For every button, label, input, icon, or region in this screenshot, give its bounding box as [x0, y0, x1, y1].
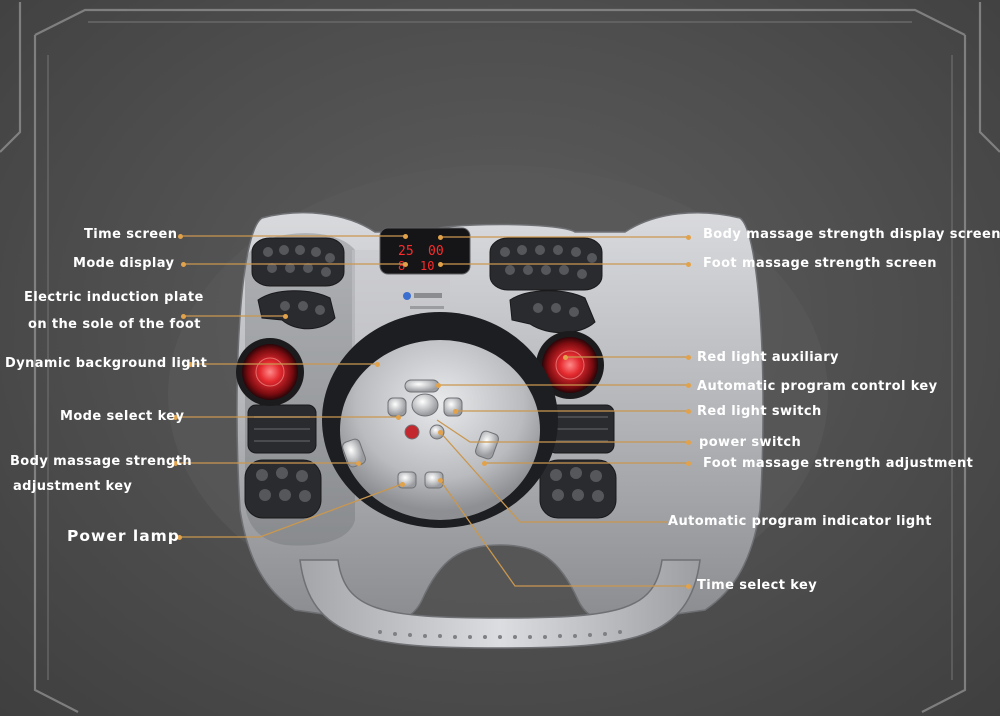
- dot-body-strength-end: [356, 461, 361, 466]
- dot-electric-plate-end: [283, 314, 288, 319]
- dot-mode-display-end: [403, 262, 408, 267]
- dot-power-lamp-start: [177, 535, 182, 540]
- display-left-digits: 25: [398, 244, 414, 259]
- dot-foot-adjust-start: [482, 461, 487, 466]
- display-right-digits: 00: [428, 244, 444, 259]
- display-bottom-right: 10: [420, 259, 434, 273]
- dot-red-switch-end: [686, 409, 691, 414]
- label-foot-screen: Foot massage strength screen: [703, 256, 937, 271]
- label-time-screen: Time screen: [84, 227, 178, 242]
- label-time-select: Time select key: [697, 578, 818, 593]
- dot-mode-select-end: [396, 415, 401, 420]
- label-dynamic-light: Dynamic background light: [5, 356, 208, 371]
- label-body-strength-line2: adjustment key: [13, 479, 133, 494]
- label-power-lamp: Power lamp: [67, 527, 180, 545]
- dot-body-display-end: [686, 235, 691, 240]
- dot-mode-display-start: [181, 262, 186, 267]
- dot-red-light-aux-end: [686, 355, 691, 360]
- dot-auto-program-start: [436, 383, 441, 388]
- dot-power-switch-end: [686, 440, 691, 445]
- dot-foot-screen-start: [438, 262, 443, 267]
- dot-auto-program-end: [686, 383, 691, 388]
- label-electric-plate-line2: on the sole of the foot: [28, 317, 201, 332]
- label-red-light-aux: Red light auxiliary: [697, 350, 839, 365]
- label-auto-indicator: Automatic program indicator light: [668, 514, 932, 529]
- label-mode-select-key: Mode select key: [60, 409, 185, 424]
- dot-electric-plate-start: [181, 314, 186, 319]
- dot-red-switch-start: [453, 409, 458, 414]
- dot-foot-screen-end: [686, 262, 691, 267]
- dot-body-display-start: [438, 235, 443, 240]
- dot-red-light-aux-start: [563, 355, 568, 360]
- dot-time-select-start: [438, 478, 443, 483]
- dot-time-screen-start: [178, 234, 183, 239]
- dot-dynamic-light-end: [375, 362, 380, 367]
- label-mode-display: Mode display: [73, 256, 175, 271]
- display-bottom-left: 8: [398, 259, 405, 273]
- dot-auto-indicator-start: [438, 430, 443, 435]
- label-body-strength-line1: Body massage strength: [10, 454, 192, 469]
- label-body-display: Body massage strength display screen: [703, 227, 1000, 242]
- label-auto-program-key: Automatic program control key: [697, 379, 938, 394]
- label-foot-adjust: Foot massage strength adjustment: [703, 456, 974, 471]
- dot-foot-adjust-end: [686, 461, 691, 466]
- label-red-light-switch: Red light switch: [697, 404, 822, 419]
- dot-mode-select-start: [173, 415, 178, 420]
- dot-dynamic-light-start: [188, 362, 193, 367]
- dot-time-select-end: [686, 584, 691, 589]
- dot-power-lamp-end: [400, 482, 405, 487]
- dot-body-strength-start: [173, 461, 178, 466]
- dot-time-screen-end: [403, 234, 408, 239]
- label-power-switch: power switch: [699, 435, 802, 450]
- label-electric-plate-line1: Electric induction plate: [24, 290, 204, 305]
